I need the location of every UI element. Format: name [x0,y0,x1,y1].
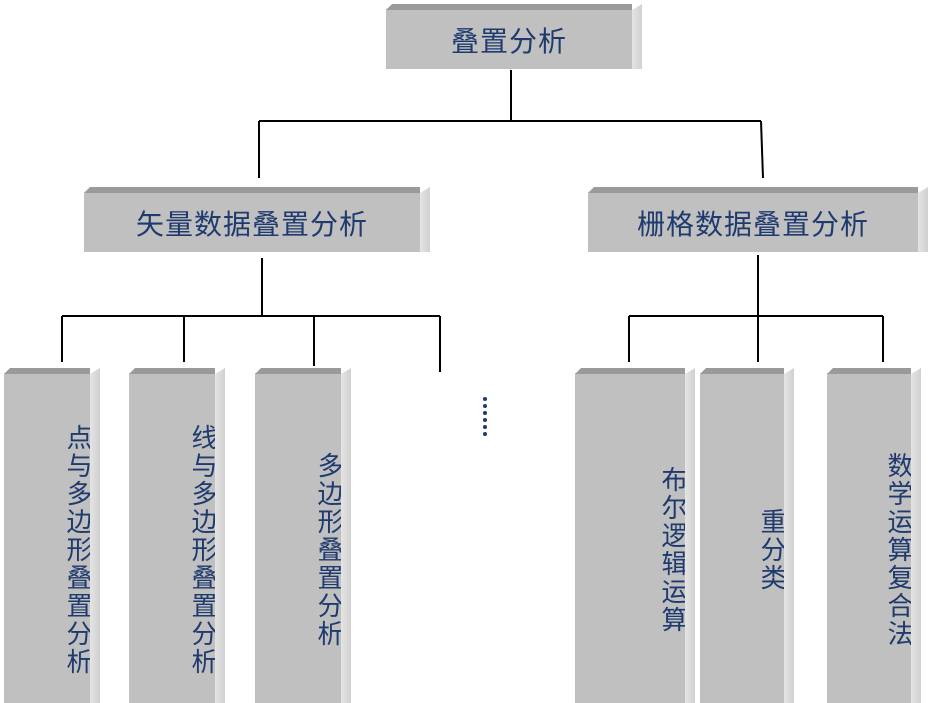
raster-overlay-node: 栅格数据叠置分析 [588,192,918,252]
raster-overlay-label: 栅格数据叠置分析 [636,207,869,241]
polygon-overlay-node: 多边形叠置分析 [255,373,343,703]
vector-overlay-node: 矢量数据叠置分析 [84,192,420,252]
more-items-ellipsis [483,397,487,436]
vector-overlay-label: 矢量数据叠置分析 [135,207,368,241]
line-polygon-node: 线与多边形叠置分析 [129,373,217,703]
polygon-overlay-label: 多边形叠置分析 [313,451,343,648]
point-polygon-node: 点与多边形叠置分析 [4,373,92,703]
boolean-logic-node: 布尔逻辑运算 [575,373,687,703]
line-polygon-label: 线与多边形叠置分析 [187,423,217,676]
root-node: 叠置分析 [386,9,632,69]
math-composite-node: 数学运算复合法 [827,373,913,703]
boolean-logic-label: 布尔逻辑运算 [657,465,687,634]
point-polygon-label: 点与多边形叠置分析 [62,423,92,676]
reclassification-label: 重分类 [756,507,786,592]
math-composite-label: 数学运算复合法 [883,451,913,648]
reclassification-node: 重分类 [700,373,786,703]
root-node-label: 叠置分析 [450,24,567,58]
